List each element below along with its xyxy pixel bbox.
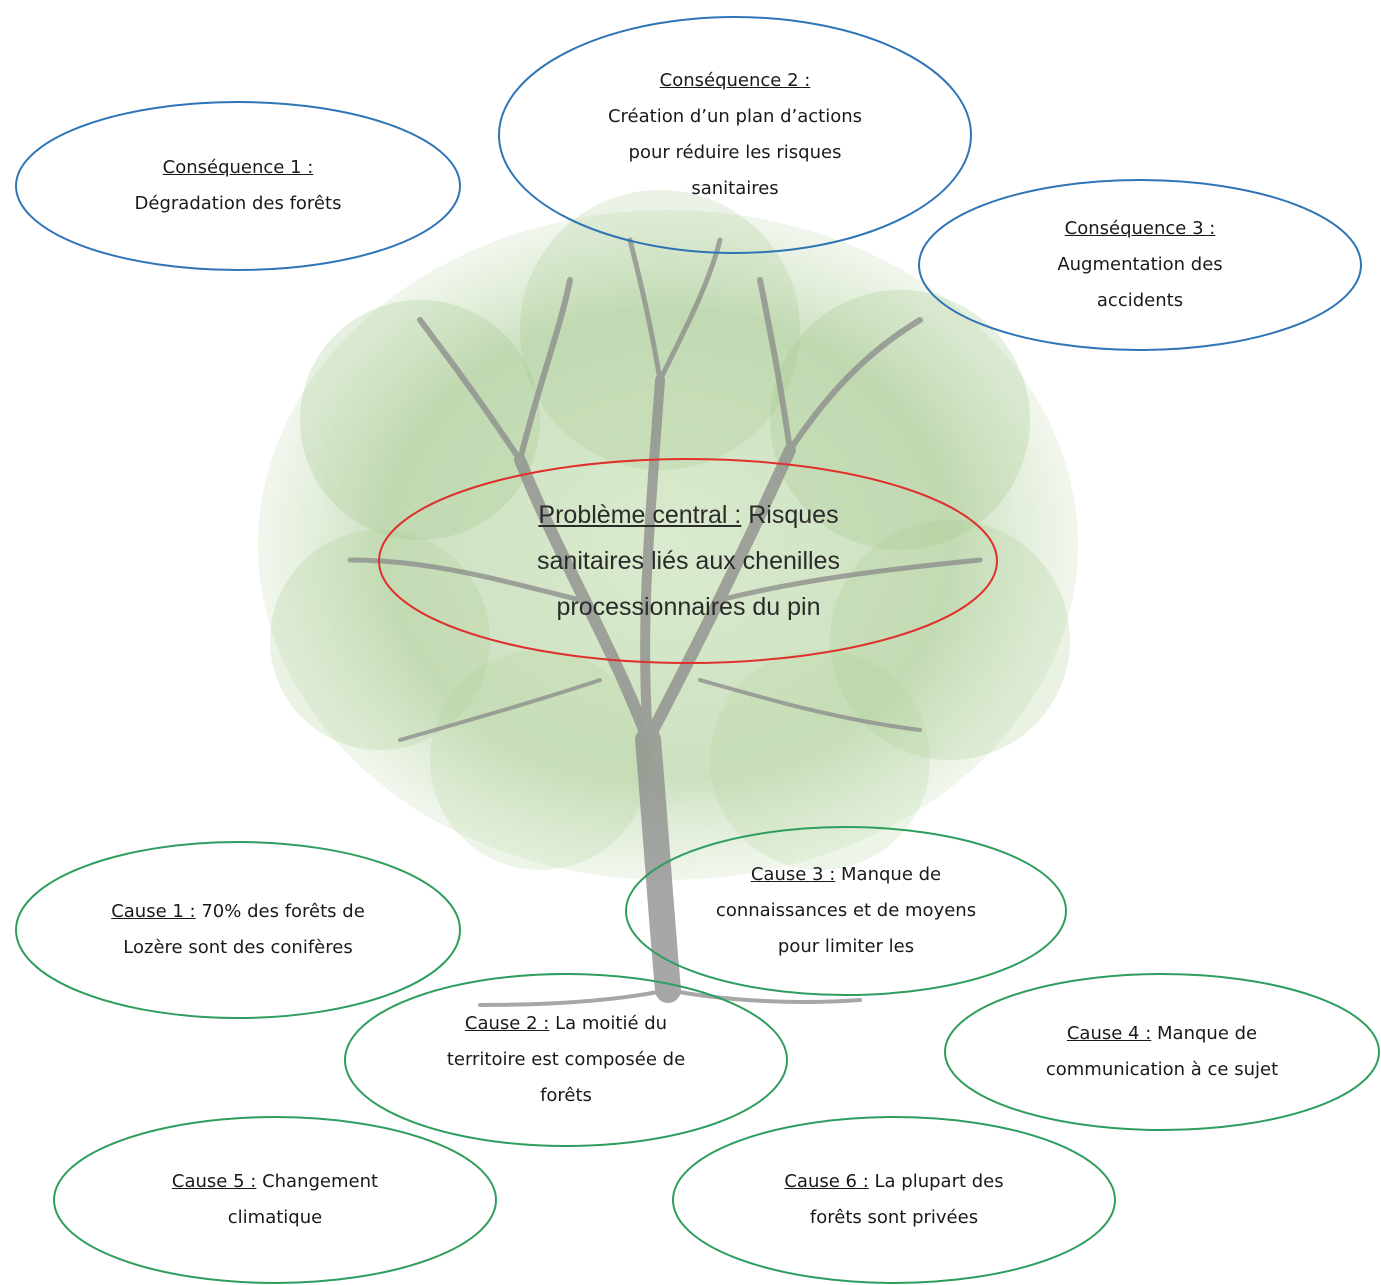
consequence-1-text: Conséquence 1 : Dégradation des forêts <box>95 150 382 222</box>
consequence-3-label: Conséquence 3 : <box>1064 218 1216 239</box>
cause-2-label: Cause 2 : <box>464 1013 550 1034</box>
cause-1-bubble: Cause 1 : 70% des forêts de Lozère sont … <box>14 840 462 1020</box>
cause-3-bubble: Cause 3 : Manque de connaissances et de … <box>624 825 1068 997</box>
tree-branches <box>347 237 983 1007</box>
cause-4-text: Cause 4 : Manque de communication à ce s… <box>943 1016 1381 1088</box>
consequence-2-label: Conséquence 2 : <box>659 70 811 91</box>
cause-4-label: Cause 4 : <box>1066 1023 1152 1044</box>
cause-5-bubble: Cause 5 : Changement climatique <box>52 1115 498 1285</box>
central-problem-label: Problème central : <box>538 501 742 529</box>
cause-1-text: Cause 1 : 70% des forêts de Lozère sont … <box>14 894 462 966</box>
consequence-2-text: Conséquence 2 : Création d’un plan d’act… <box>497 63 973 207</box>
cause-5-text: Cause 5 : Changement climatique <box>52 1164 498 1236</box>
consequence-1-bubble: Conséquence 1 : Dégradation des forêts <box>14 100 462 272</box>
central-problem-text: Problème central : Risques sanitaires li… <box>377 492 1000 630</box>
cause-2-bubble: Cause 2 : La moitié du territoire est co… <box>343 972 789 1148</box>
consequence-3-bubble: Conséquence 3 : Augmentation des acciden… <box>917 178 1363 352</box>
cause-6-label: Cause 6 : <box>784 1171 869 1192</box>
cause-6-text: Cause 6 : La plupart des forêts sont pri… <box>671 1164 1117 1236</box>
cause-6-description: La plupart des forêts sont privées <box>809 1171 1004 1228</box>
cause-6-bubble: Cause 6 : La plupart des forêts sont pri… <box>671 1115 1117 1285</box>
consequence-3-description: Augmentation des accidents <box>1057 254 1223 311</box>
consequence-2-description: Création d’un plan d’actions pour réduir… <box>607 106 863 199</box>
consequence-1-description: Dégradation des forêts <box>134 193 342 214</box>
cause-3-label: Cause 3 : <box>750 864 836 885</box>
cause-2-description: La moitié du territoire est composée de … <box>446 1013 686 1106</box>
cause-1-label: Cause 1 : <box>111 901 196 922</box>
cause-4-bubble: Cause 4 : Manque de communication à ce s… <box>943 972 1381 1132</box>
cause-4-description: Manque de communication à ce sujet <box>1045 1023 1279 1080</box>
cause-5-description: Changement climatique <box>227 1171 379 1228</box>
cause-1-description: 70% des forêts de Lozère sont des conifè… <box>123 901 365 958</box>
consequence-2-bubble: Conséquence 2 : Création d’un plan d’act… <box>497 15 973 255</box>
central-problem-bubble: Problème central : Risques sanitaires li… <box>377 457 1000 665</box>
central-problem-description: Risques sanitaires liés aux chenilles pr… <box>537 501 840 621</box>
cause-3-text: Cause 3 : Manque de connaissances et de … <box>624 857 1068 965</box>
cause-2-text: Cause 2 : La moitié du territoire est co… <box>343 1006 789 1114</box>
consequence-3-text: Conséquence 3 : Augmentation des acciden… <box>917 211 1363 319</box>
cause-5-label: Cause 5 : <box>171 1171 257 1192</box>
consequence-1-label: Conséquence 1 : <box>162 157 314 178</box>
cause-3-description: Manque de connaissances et de moyens pou… <box>715 864 977 957</box>
